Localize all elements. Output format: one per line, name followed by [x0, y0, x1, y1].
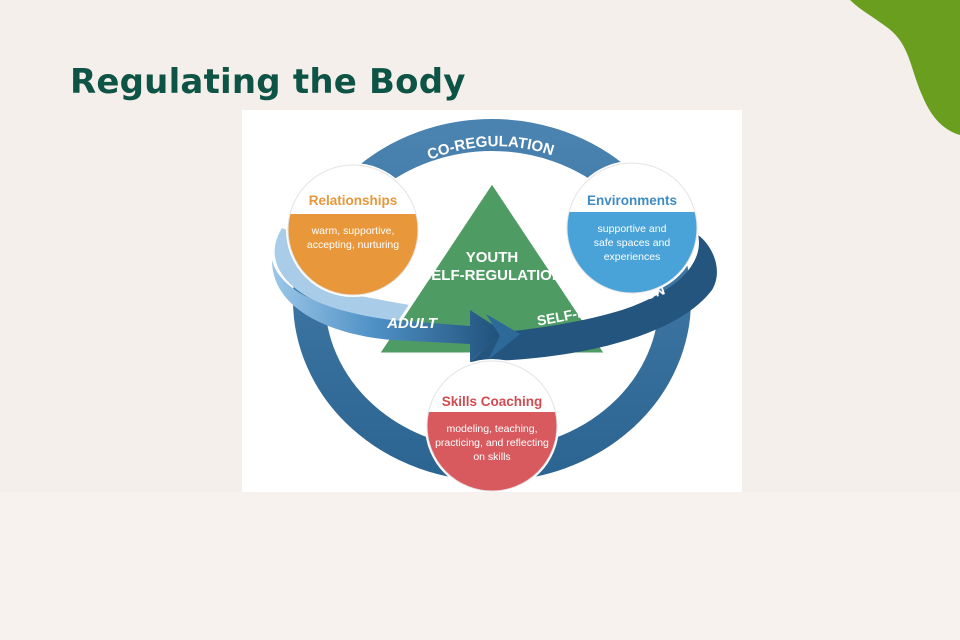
slide-bottom-band	[0, 492, 960, 640]
center-label-line1: YOUTH	[466, 249, 519, 266]
diagram-svg: YOUTH SELF-REGULATION CO-REGULATION ADUL…	[272, 119, 717, 492]
relationships-desc-line1: warm, supportive,	[311, 225, 395, 237]
skills-coaching-desc-line1: modeling, teaching,	[446, 423, 537, 435]
skills-coaching-desc-line2: practicing, and reflecting	[435, 437, 549, 449]
skills-coaching-desc-line3: on skills	[473, 451, 510, 463]
environments-title: Environments	[587, 193, 677, 208]
self-regulation-arrow-band	[470, 235, 717, 362]
environments-desc-line2: safe spaces and	[594, 237, 671, 249]
co-regulation-diagram: YOUTH SELF-REGULATION CO-REGULATION ADUL…	[242, 110, 742, 492]
environments-desc-line3: experiences	[604, 251, 661, 263]
relationships-desc-line2: accepting, nurturing	[307, 239, 399, 251]
corner-leaf-decoration	[850, 0, 960, 135]
arrow-chevron	[486, 314, 520, 360]
relationships-title: Relationships	[309, 193, 398, 208]
center-label-line2: SELF-REGULATION	[421, 267, 562, 284]
skills-coaching-title: Skills Coaching	[442, 394, 543, 409]
slide-title: Regulating the Body	[70, 62, 466, 102]
environments-desc-line1: supportive and	[598, 223, 667, 235]
adult-label: ADULT	[386, 315, 439, 332]
adult-to-self-regulation-arrow	[272, 260, 504, 362]
